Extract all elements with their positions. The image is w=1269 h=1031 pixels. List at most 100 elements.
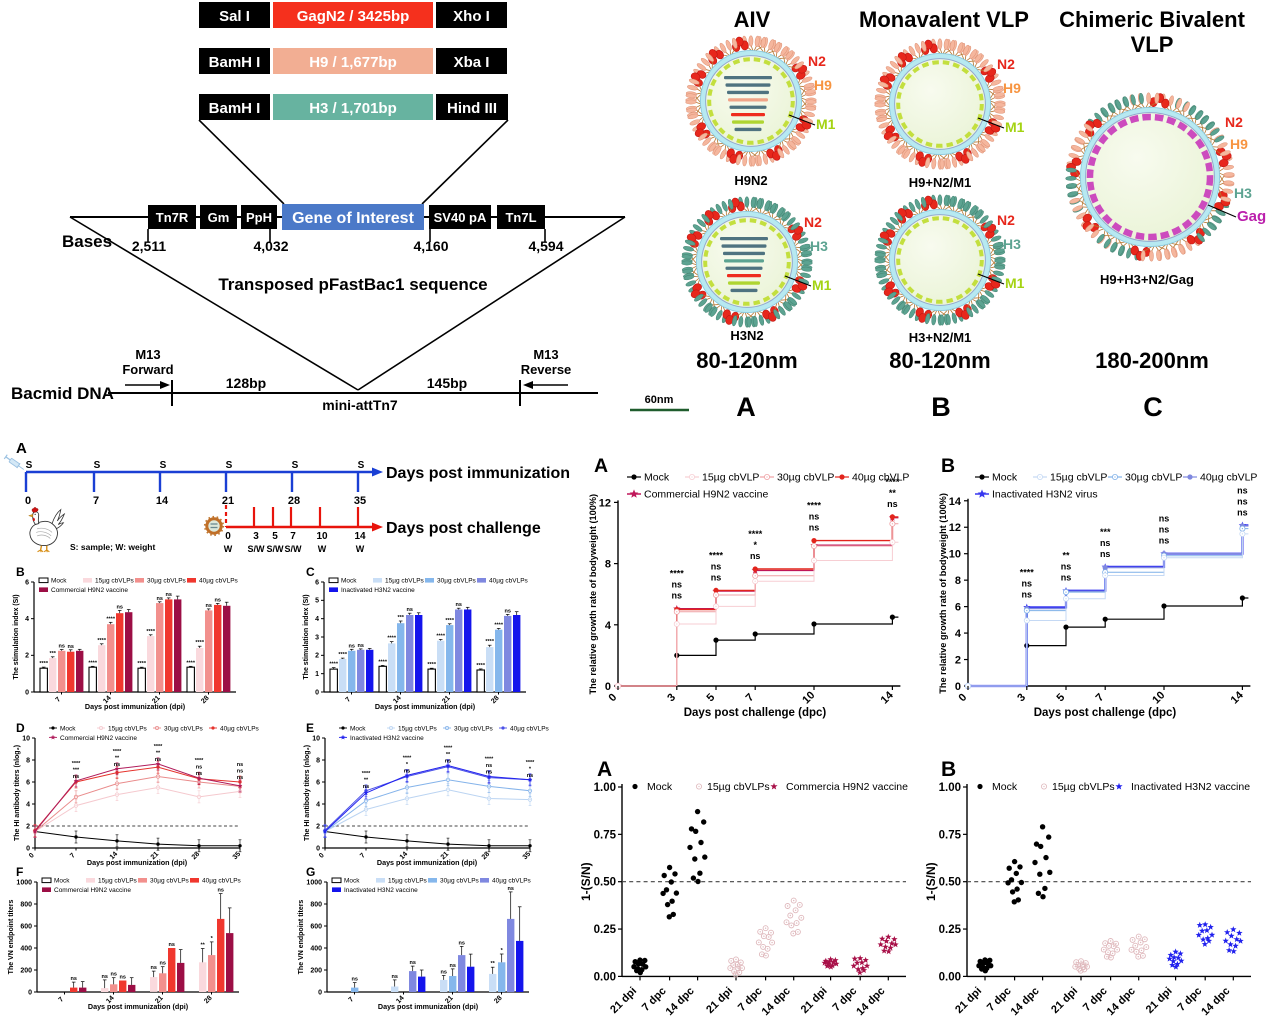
svg-text:N2: N2 bbox=[997, 212, 1015, 228]
svg-text:ns: ns bbox=[196, 765, 202, 771]
svg-text:6: 6 bbox=[26, 779, 30, 786]
svg-text:S: S bbox=[160, 460, 167, 471]
svg-text:ns: ns bbox=[150, 965, 156, 971]
svg-text:****: **** bbox=[39, 661, 48, 667]
svg-text:145bp: 145bp bbox=[427, 375, 467, 391]
svg-text:ns: ns bbox=[67, 644, 73, 650]
svg-text:40µg cbVLPs: 40µg cbVLPs bbox=[220, 725, 260, 732]
svg-text:30µg cbVLPs: 30µg cbVLPs bbox=[150, 878, 190, 885]
svg-text:12: 12 bbox=[599, 497, 611, 509]
svg-text:ns: ns bbox=[391, 974, 397, 980]
svg-text:Inactivated H3N2 vaccine: Inactivated H3N2 vaccine bbox=[350, 735, 424, 742]
svg-text:ns: ns bbox=[711, 561, 722, 571]
svg-text:S: S bbox=[226, 460, 233, 471]
svg-text:Mock: Mock bbox=[644, 472, 670, 484]
svg-text:ns: ns bbox=[348, 643, 354, 649]
svg-text:6: 6 bbox=[25, 579, 29, 586]
svg-text:Mock: Mock bbox=[60, 725, 76, 732]
svg-text:2: 2 bbox=[25, 653, 29, 660]
svg-text:2: 2 bbox=[955, 655, 961, 667]
svg-text:ns: ns bbox=[404, 768, 410, 774]
svg-text:Mock: Mock bbox=[341, 578, 357, 585]
svg-text:Commercial H9N2 vaccine: Commercial H9N2 vaccine bbox=[60, 735, 137, 742]
svg-text:Mock: Mock bbox=[51, 578, 67, 585]
svg-text:***: *** bbox=[397, 615, 404, 621]
svg-text:4: 4 bbox=[955, 628, 962, 640]
svg-text:Gene of Interest: Gene of Interest bbox=[292, 210, 414, 227]
svg-text:15µg cbVLPs: 15µg cbVLPs bbox=[108, 725, 148, 732]
svg-text:****: **** bbox=[88, 660, 97, 666]
svg-text:****: **** bbox=[444, 746, 453, 752]
svg-text:Days post immunization (dpi): Days post immunization (dpi) bbox=[378, 1002, 479, 1011]
svg-text:****: **** bbox=[885, 477, 900, 487]
svg-text:****: **** bbox=[445, 618, 454, 624]
svg-text:Days post immunization (dpi): Days post immunization (dpi) bbox=[87, 858, 188, 867]
svg-text:40µg cbVLPs: 40µg cbVLPs bbox=[492, 878, 532, 885]
svg-text:AIV: AIV bbox=[734, 7, 771, 32]
svg-text:ns: ns bbox=[110, 972, 116, 978]
svg-text:2: 2 bbox=[26, 823, 30, 830]
svg-text:8: 8 bbox=[26, 757, 30, 764]
svg-text:****: **** bbox=[476, 663, 485, 669]
svg-text:40µg cbVLP: 40µg cbVLP bbox=[852, 472, 909, 484]
svg-text:****: **** bbox=[113, 749, 122, 755]
svg-text:*: * bbox=[753, 540, 757, 550]
svg-text:ns: ns bbox=[168, 942, 174, 948]
svg-text:40µg cbVLPs: 40µg cbVLPs bbox=[510, 725, 550, 732]
svg-text:B: B bbox=[941, 455, 955, 477]
svg-text:0: 0 bbox=[315, 689, 319, 696]
svg-text:H3 / 1,701bp: H3 / 1,701bp bbox=[309, 100, 397, 117]
svg-text:****: **** bbox=[526, 760, 535, 766]
svg-text:****: **** bbox=[97, 638, 106, 644]
svg-text:Transposed pFastBac1 sequence: Transposed pFastBac1 sequence bbox=[218, 275, 487, 294]
svg-text:Mock: Mock bbox=[344, 878, 360, 885]
svg-text:****: **** bbox=[709, 550, 724, 560]
svg-text:ns: ns bbox=[809, 523, 820, 533]
svg-text:ns: ns bbox=[237, 762, 243, 768]
svg-text:****: **** bbox=[494, 622, 503, 628]
svg-text:200: 200 bbox=[310, 967, 322, 974]
svg-text:****: **** bbox=[72, 761, 81, 767]
svg-text:GagN2 / 3425bp: GagN2 / 3425bp bbox=[297, 8, 410, 25]
svg-text:Days post challenge (dpc): Days post challenge (dpc) bbox=[1034, 707, 1177, 719]
svg-text:ns: ns bbox=[406, 607, 412, 613]
svg-text:Bases: Bases bbox=[62, 232, 112, 251]
svg-text:ns: ns bbox=[357, 643, 363, 649]
svg-text:4,160: 4,160 bbox=[413, 238, 448, 254]
svg-text:ns: ns bbox=[237, 775, 243, 781]
svg-text:****: **** bbox=[485, 639, 494, 645]
svg-text:B: B bbox=[941, 758, 956, 781]
svg-text:400: 400 bbox=[310, 945, 322, 952]
svg-text:ns: ns bbox=[363, 784, 369, 790]
svg-text:14: 14 bbox=[354, 531, 366, 542]
svg-text:ns: ns bbox=[527, 773, 533, 779]
svg-text:3: 3 bbox=[315, 634, 319, 641]
svg-text:Hind III: Hind III bbox=[447, 100, 497, 117]
svg-text:W: W bbox=[318, 544, 327, 554]
svg-text:4: 4 bbox=[316, 801, 320, 808]
svg-text:Mock: Mock bbox=[992, 781, 1018, 793]
svg-text:15µg cbVLP: 15µg cbVLP bbox=[702, 472, 759, 484]
svg-text:5: 5 bbox=[315, 598, 319, 605]
svg-text:5: 5 bbox=[272, 531, 278, 542]
svg-text:Commercia H9N2 vaccine: Commercia H9N2 vaccine bbox=[786, 781, 908, 793]
svg-text:0.25: 0.25 bbox=[939, 924, 962, 936]
svg-text:15µg cbVLPs: 15µg cbVLPs bbox=[707, 781, 770, 793]
svg-text:H3N2: H3N2 bbox=[730, 328, 763, 343]
svg-text:****: **** bbox=[195, 640, 204, 646]
svg-text:Chimeric Bivalent: Chimeric Bivalent bbox=[1059, 7, 1246, 32]
svg-text:40µg cbVLPs: 40µg cbVLPs bbox=[489, 578, 529, 585]
svg-text:6: 6 bbox=[955, 602, 961, 614]
svg-text:****: **** bbox=[427, 662, 436, 668]
svg-text:N2: N2 bbox=[804, 214, 822, 230]
svg-text:15µg cbVLP: 15µg cbVLP bbox=[1050, 472, 1107, 484]
svg-text:10: 10 bbox=[316, 531, 328, 542]
svg-text:****: **** bbox=[338, 652, 347, 658]
svg-text:ns: ns bbox=[1159, 536, 1170, 546]
svg-text:***: *** bbox=[1100, 527, 1111, 537]
svg-text:35: 35 bbox=[354, 495, 366, 507]
svg-text:S/W: S/W bbox=[248, 544, 266, 554]
svg-text:S/W: S/W bbox=[267, 544, 285, 554]
svg-text:ns: ns bbox=[70, 976, 76, 982]
svg-text:ns: ns bbox=[750, 551, 761, 561]
